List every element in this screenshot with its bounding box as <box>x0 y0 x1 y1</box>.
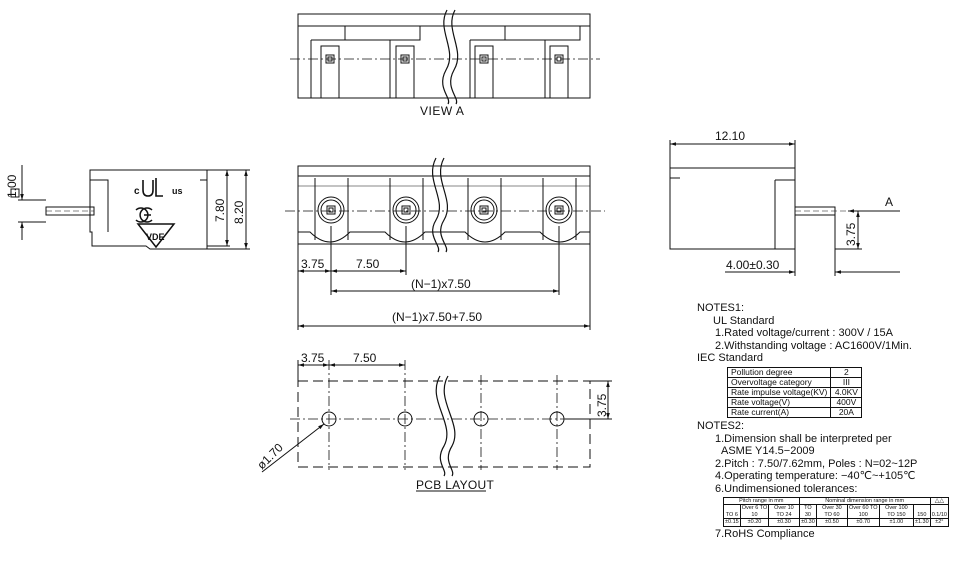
pcb-layout-label: PCB LAYOUT <box>416 478 494 492</box>
iec-label: Rate voltage(V) <box>726 396 832 408</box>
tol-flat-head: △△ <box>929 496 950 505</box>
view-a-label: VIEW A <box>420 104 464 118</box>
ul-note-1: 1.Rated voltage/current : 300V / 15A <box>715 327 893 340</box>
view-a-drawing <box>290 9 600 105</box>
iec-value: III <box>830 376 863 388</box>
iec-label: Overvoltage category <box>726 376 832 388</box>
front-dim-total: (N−1)x7.50+7.50 <box>392 310 482 324</box>
tol-range: Over 10 TO 24 <box>768 504 800 520</box>
front-dim-n1: (N−1)x7.50 <box>411 277 471 291</box>
tol-range: Over 60 TO 100 <box>846 504 880 520</box>
side-right-dim-3-75: 3.75 <box>844 222 858 246</box>
iec-value: 2 <box>830 366 863 378</box>
front-dim-3-75: 3.75 <box>301 257 325 271</box>
side-left-dim-7-80: 7.80 <box>213 198 227 222</box>
tol-range: TO 30 <box>798 504 818 520</box>
tol-range: Over 6 TO 10 <box>739 504 770 520</box>
tol-value: ±0.20 <box>739 518 770 527</box>
iec-label: Rate impulse voltage(KV) <box>726 386 832 398</box>
iec-label: Rate current(A) <box>726 406 832 418</box>
view-arrow-a-label: A <box>885 195 893 209</box>
tol-value: ±0.30 <box>798 518 818 527</box>
notes1-title: NOTES1: <box>697 302 745 314</box>
side-right-dim-4-00: 4.00±0.30 <box>726 258 780 272</box>
tol-range: Over 30 TO 60 <box>816 504 848 520</box>
note2-6: 6.Undimensioned tolerances: <box>715 482 858 495</box>
iec-label: Pollution degree <box>726 366 832 378</box>
tol-value: ±1.30 <box>912 518 931 527</box>
table-row: Rate voltage(V)400V <box>726 396 863 408</box>
notes-panel: NOTES1: UL Standard 1.Rated voltage/curr… <box>697 302 950 540</box>
flatness-box-icon <box>10 188 20 198</box>
side-left-dim-8-20: 8.20 <box>232 200 246 224</box>
front-dim-7-50: 7.50 <box>356 257 380 271</box>
pcb-layout-drawing <box>261 360 612 492</box>
table-row: TO 6 Over 6 TO 10 Over 10 TO 24 TO 30 Ov… <box>723 504 950 520</box>
ul-standard-title: UL Standard <box>713 314 775 327</box>
tol-value: ±1.00 <box>878 518 914 527</box>
ul-c-mark: c <box>134 186 140 197</box>
tol-pitch-head: Pitch range in mm <box>723 496 800 505</box>
ul-us-mark: us <box>172 186 183 196</box>
pcb-dim-7-50: 7.50 <box>353 351 377 365</box>
iec-value: 400V <box>830 396 863 408</box>
note2-1b: ASME Y14.5−2009 <box>721 445 815 458</box>
tol-range: TO 6 <box>723 504 741 520</box>
tol-flat: 0.1/10 <box>929 504 950 520</box>
front-view-drawing <box>285 157 605 330</box>
pcb-dim-3-75: 3.75 <box>301 351 325 365</box>
tol-value: ±0.50 <box>816 518 848 527</box>
tolerance-table: Pitch range in mm Nominal dimension rang… <box>723 496 950 527</box>
tol-angle: ±2° <box>929 518 950 527</box>
tol-range: 150 <box>912 504 931 520</box>
iec-value: 4.0KV <box>830 386 863 398</box>
note2-1a: 1.Dimension shall be interpreted per <box>715 432 892 445</box>
iec-standard-title: IEC Standard <box>697 352 764 365</box>
notes2-title: NOTES2: <box>697 419 745 432</box>
tol-value: ±0.15 <box>723 518 741 527</box>
iec-value: 20A <box>830 406 863 418</box>
tol-range: Over 100 TO 150 <box>878 504 914 520</box>
pcb-dim-vert-3-75: 3.75 <box>595 393 609 417</box>
tol-value: ±0.30 <box>768 518 800 527</box>
vde-mark: VDE <box>146 232 165 242</box>
table-row: Rate current(A)20A <box>726 406 863 418</box>
side-view-left-drawing <box>18 165 250 250</box>
table-row: Pitch range in mm Nominal dimension rang… <box>723 496 950 505</box>
side-left-dim-1-00: 1.00 <box>5 174 19 198</box>
tol-value: ±0.70 <box>846 518 880 527</box>
table-row: ±0.15 ±0.20 ±0.30 ±0.30 ±0.50 ±0.70 ±1.0… <box>723 518 950 527</box>
ul-note-2: 2.Withstanding voltage : AC1600V/1Min. <box>715 339 912 352</box>
note2-2: 2.Pitch : 7.50/7.62mm, Poles : N=02~12P <box>715 457 918 470</box>
tol-nominal-head: Nominal dimension range in mm <box>798 496 931 505</box>
note2-4: 4.Operating temperature: −40℃~+105℃ <box>715 470 916 483</box>
table-row: Rate impulse voltage(KV)4.0KV <box>726 386 863 398</box>
side-right-dim-12-10: 12.10 <box>715 129 745 143</box>
side-view-right-drawing <box>669 140 900 276</box>
pcb-hole-dim: ø1.70 <box>254 440 286 472</box>
note2-7: 7.RoHS Compliance <box>715 527 815 540</box>
